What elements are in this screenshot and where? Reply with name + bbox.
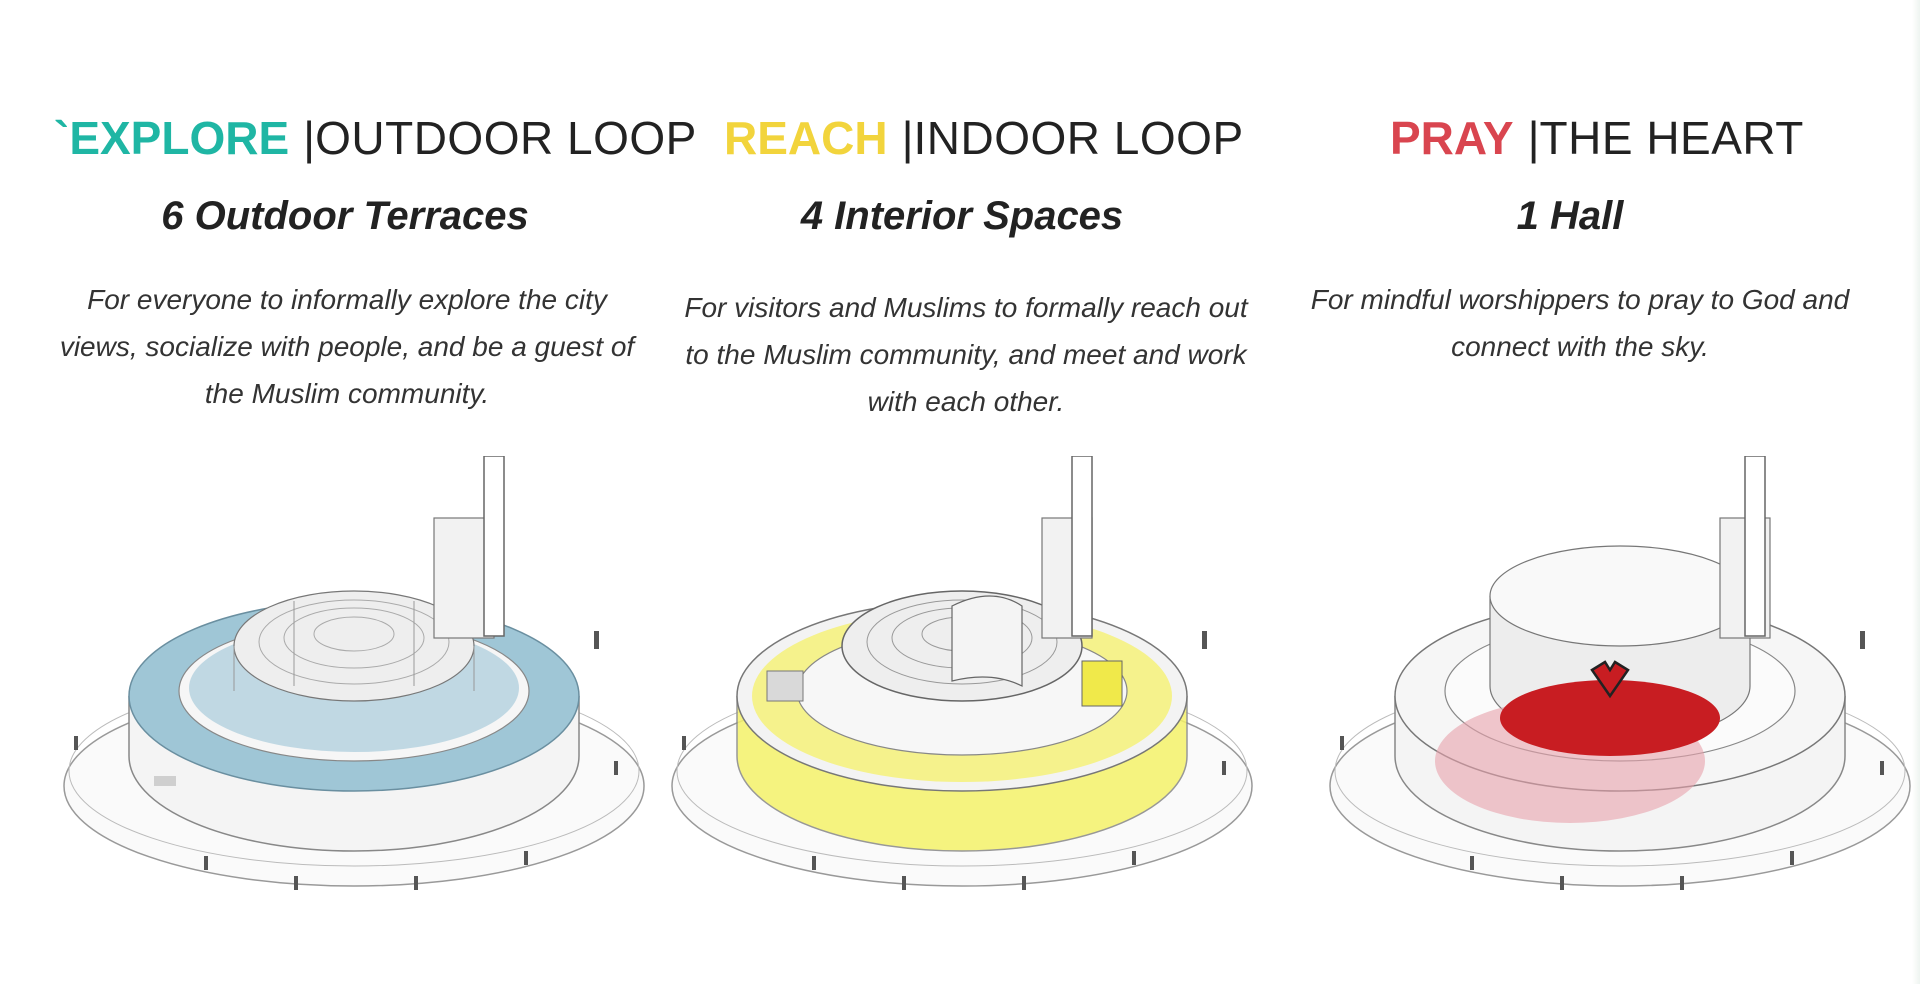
panel-keyword: PRAY	[1390, 112, 1514, 164]
prayer-hall-illustration	[1329, 456, 1911, 890]
indoor-loop-illustration	[671, 456, 1253, 890]
panel-description: For visitors and Muslims to formally rea…	[684, 292, 1248, 417]
page-edge	[1912, 0, 1920, 984]
panel-subtitle: OUTDOOR LOOP	[315, 112, 697, 164]
panel-separator: |	[303, 112, 316, 164]
panel-reach: REACH|INDOOR LOOP 4 Interior Spaces For …	[660, 0, 1260, 984]
panel-pray: PRAY|THE HEART 1 Hall For mindful worshi…	[1260, 0, 1920, 984]
outdoor-loop-illustration	[63, 456, 645, 890]
panel-subtitle: INDOOR LOOP	[913, 112, 1244, 164]
panel-separator: |	[901, 112, 914, 164]
panel-heading: PRAY|THE HEART	[1390, 108, 1804, 168]
panel-explore: `EXPLORE|OUTDOOR LOOP 6 Outdoor Terraces…	[0, 0, 696, 984]
panel-heading: REACH|INDOOR LOOP	[724, 108, 1244, 168]
panel-heading: `EXPLORE|OUTDOOR LOOP	[54, 108, 697, 168]
panel-keyword: `EXPLORE	[54, 112, 290, 164]
panel-keyword: REACH	[724, 112, 888, 164]
panel-separator: |	[1527, 112, 1540, 164]
panel-count: 1 Hall	[1516, 194, 1624, 238]
panel-count: 4 Interior Spaces	[800, 194, 1124, 238]
panel-count: 6 Outdoor Terraces	[161, 194, 529, 238]
panel-description: For mindful worshippers to pray to God a…	[1310, 284, 1850, 362]
panel-subtitle: THE HEART	[1539, 112, 1804, 164]
panel-description: For everyone to informally explore the c…	[59, 284, 635, 409]
